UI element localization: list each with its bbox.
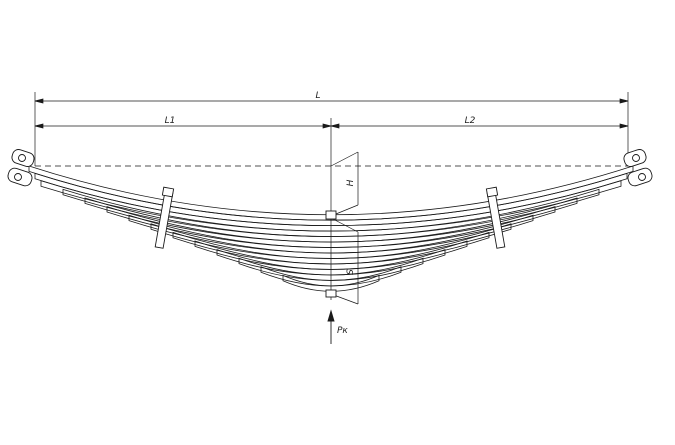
leaf-10 (194, 240, 468, 270)
leaf-8 (150, 223, 512, 259)
leaf-6 (106, 206, 556, 248)
leaf-4 (62, 188, 600, 237)
leaf-5 (84, 197, 578, 243)
half-dimensions (34, 118, 629, 300)
force-arrow (327, 309, 335, 344)
height-dimension-label: H (346, 179, 356, 186)
overall-dimension (34, 92, 629, 166)
leaf-12 (238, 257, 424, 281)
right-clamp (485, 186, 506, 249)
force-label: Pк (337, 326, 348, 336)
leaf-7 (128, 214, 534, 254)
leaf-3 (40, 180, 622, 232)
left-eye (7, 149, 35, 187)
leaf-9 (172, 231, 490, 265)
right-eye (623, 149, 653, 187)
leaf-14 (282, 274, 380, 292)
small-dimension-label: S (346, 269, 356, 275)
right-half-dimension-label: L2 (465, 116, 476, 126)
spring-leaves (28, 165, 634, 292)
leaf-13 (260, 266, 402, 287)
left-half-dimension-label: L1 (165, 116, 176, 126)
left-clamp (154, 186, 175, 249)
center-bolt (325, 210, 337, 298)
leaf-11 (216, 249, 446, 276)
overall-dimension-label: L (315, 91, 320, 101)
